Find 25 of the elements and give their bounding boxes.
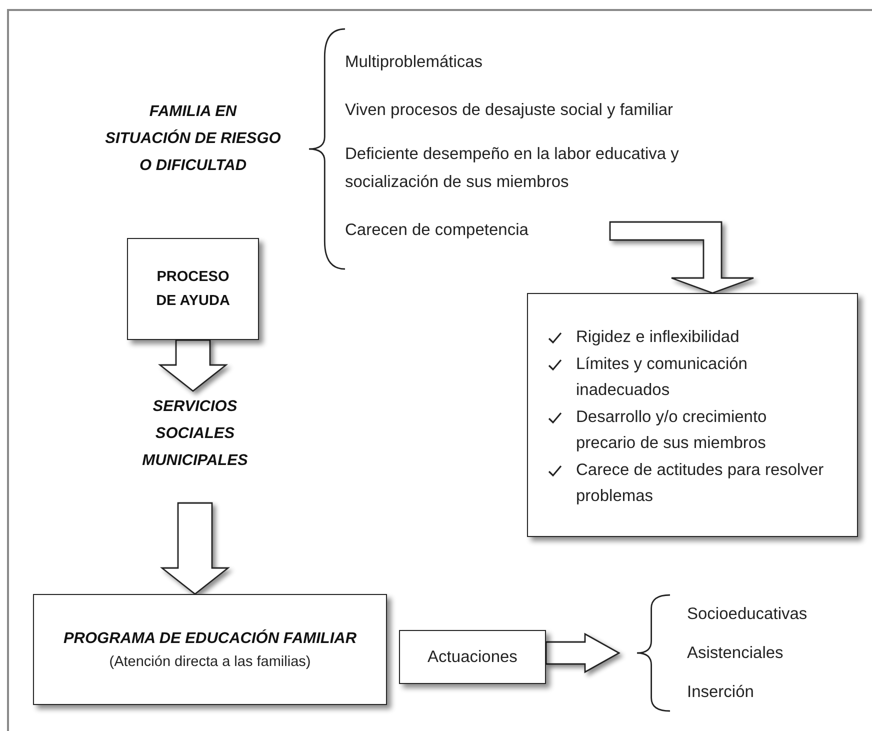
block-arrow <box>158 339 228 392</box>
box-subtitle: (Atención directa a las familias) <box>109 653 311 672</box>
list-item: Asistenciales <box>687 643 784 664</box>
box-title: PROGRAMA DE EDUCACIÓN FAMILIAR <box>62 628 358 649</box>
box-label: Actuaciones <box>428 648 518 666</box>
list-item: Deficiente desempeño en la labor educativa y socialización de sus miembros <box>345 144 680 193</box>
block-arrow <box>609 221 754 294</box>
checklist-box <box>527 293 858 537</box>
heading-text: FAMILIA EN SITUACIÓN DE RIESGO O DIFICULTAD <box>105 102 281 176</box>
block-arrow <box>160 502 230 595</box>
list-item: Carecen de competencia <box>345 220 528 241</box>
program-box <box>33 594 387 705</box>
checklist-item: Límites y comunicación inadecuados <box>576 354 748 401</box>
checklist-item: Desarrollo y/o crecimiento precario de sus miembros <box>576 406 768 454</box>
list-item: Multiproblemáticas <box>345 52 483 73</box>
list-item: Viven procesos de desajuste social y familiar <box>345 100 674 121</box>
checklist-item: Carece de actitudes para resolver problemas <box>576 460 825 507</box>
heading-text: SERVICIOS SOCIALES MUNICIPALES <box>141 397 249 471</box>
list-item: Socioeducativas <box>687 604 808 625</box>
block-arrow <box>545 632 620 674</box>
process-box <box>127 238 259 340</box>
list-item: Inserción <box>687 682 755 703</box>
process-box <box>399 630 546 684</box>
checklist-item: Rigidez e inflexibilidad <box>576 327 740 348</box>
box-label: PROCESO DE AYUDA <box>155 268 231 311</box>
